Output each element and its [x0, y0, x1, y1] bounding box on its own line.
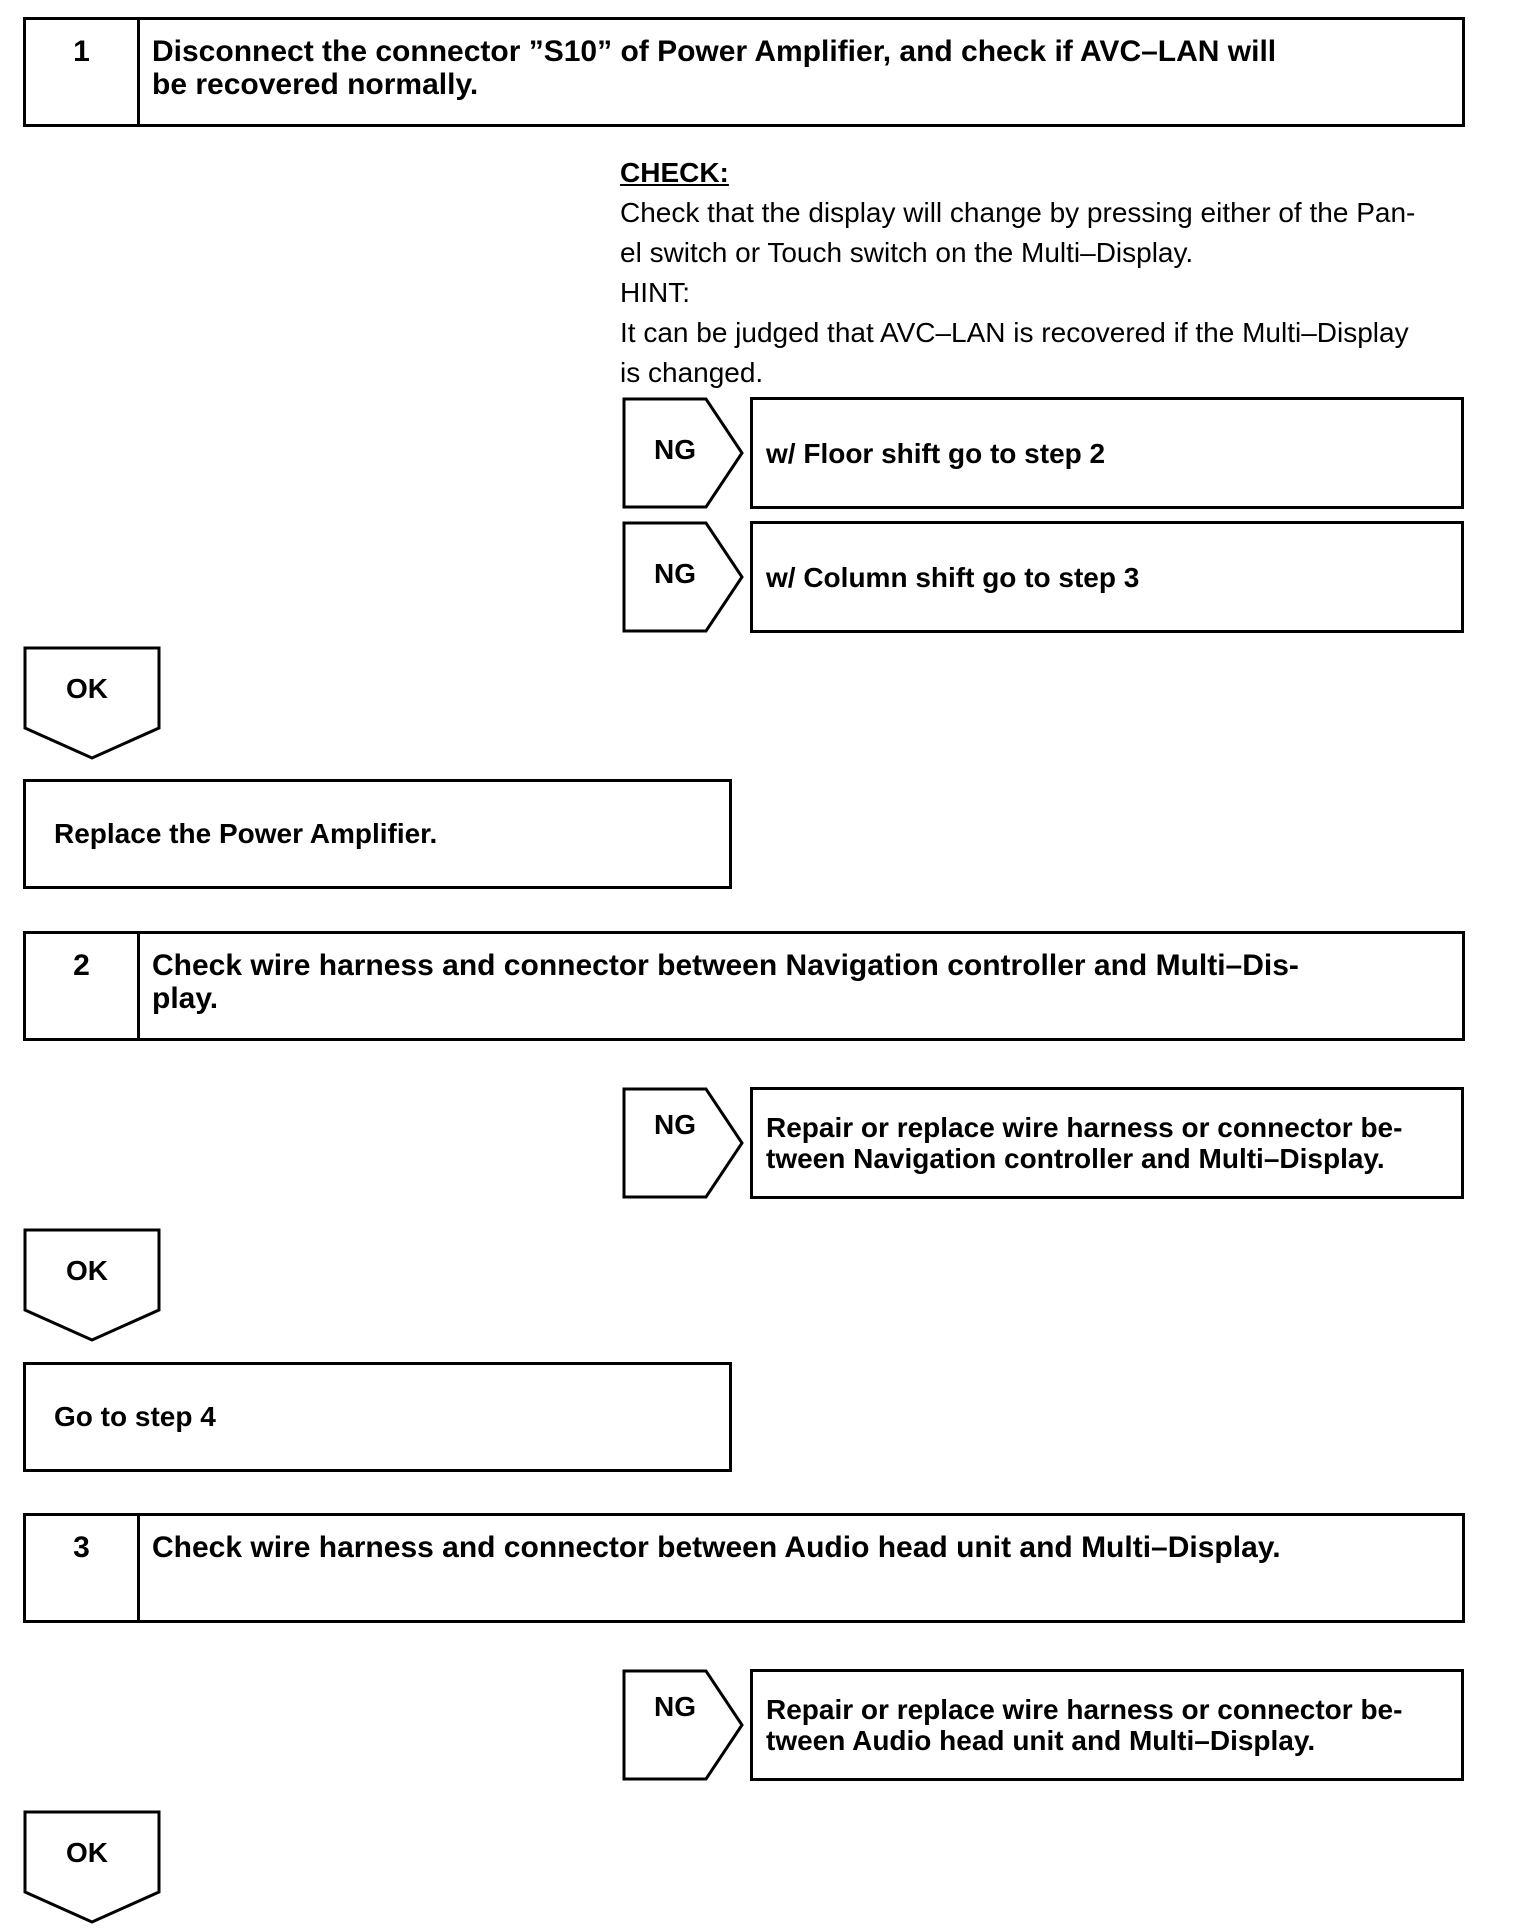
- step-number: 1: [26, 20, 140, 124]
- ok-arrow: OK: [23, 1810, 163, 1925]
- ng-label: NG: [654, 1109, 696, 1140]
- check-text: el switch or Touch switch on the Multi–D…: [620, 237, 1194, 268]
- ng-result-line: tween Navigation controller and Multi–Di…: [766, 1143, 1385, 1174]
- ng-label: NG: [654, 434, 696, 465]
- ng-arrow-shape: [622, 1087, 744, 1199]
- step-title-line: Check wire harness and connector between…: [152, 949, 1299, 982]
- hint-text: is changed.: [620, 357, 764, 388]
- go-to-step-4-box: Go to step 4: [23, 1362, 732, 1472]
- ok-label: OK: [66, 1255, 108, 1286]
- ng-result-line: tween Audio head unit and Multi–Display.: [766, 1725, 1316, 1756]
- ok-arrow: OK: [23, 1228, 163, 1343]
- hint-label: HINT:: [620, 277, 690, 308]
- ng-arrow: NG: [622, 397, 747, 509]
- ng-result-navigation: Repair or replace wire harness or connec…: [750, 1087, 1464, 1199]
- step-title: Check wire harness and connector between…: [140, 1516, 1462, 1620]
- ng-arrow-shape: [622, 521, 744, 633]
- step-title-line: be recovered normally.: [152, 68, 479, 101]
- replace-power-amplifier-box: Replace the Power Amplifier.: [23, 779, 732, 889]
- step-title-line: play.: [152, 982, 219, 1015]
- step-number: 2: [26, 934, 140, 1038]
- step-title: Check wire harness and connector between…: [140, 934, 1462, 1038]
- ng-result-column-shift: w/ Column shift go to step 3: [750, 521, 1464, 633]
- step-title: Disconnect the connector ”S10” of Power …: [140, 20, 1462, 124]
- ng-arrow: NG: [622, 521, 747, 633]
- ng-arrow: NG: [622, 1087, 747, 1199]
- step-3-box: 3 Check wire harness and connector betwe…: [23, 1513, 1465, 1623]
- check-heading: CHECK:: [620, 157, 729, 188]
- check-text: Check that the display will change by pr…: [620, 197, 1416, 228]
- action-text: Replace the Power Amplifier.: [54, 818, 438, 849]
- step-number: 3: [26, 1516, 140, 1620]
- ng-label: NG: [654, 558, 696, 589]
- step-2-box: 2 Check wire harness and connector betwe…: [23, 931, 1465, 1041]
- ng-result-audio-head-unit: Repair or replace wire harness or connec…: [750, 1669, 1464, 1781]
- action-text: Go to step 4: [54, 1401, 216, 1432]
- ng-result-text: w/ Column shift go to step 3: [766, 561, 1140, 593]
- ok-arrow-shape: [23, 646, 161, 760]
- step-1-box: 1 Disconnect the connector ”S10” of Powe…: [23, 17, 1465, 127]
- ng-arrow-shape: [622, 1669, 744, 1781]
- step-title-line: Check wire harness and connector between…: [152, 1531, 1281, 1564]
- ok-arrow: OK: [23, 646, 163, 761]
- hint-text: It can be judged that AVC–LAN is recover…: [620, 317, 1409, 348]
- ok-label: OK: [66, 673, 108, 704]
- ok-label: OK: [66, 1837, 108, 1868]
- ng-result-floor-shift: w/ Floor shift go to step 2: [750, 397, 1464, 509]
- ng-result-line: Repair or replace wire harness or connec…: [766, 1694, 1403, 1725]
- ng-result-line: Repair or replace wire harness or connec…: [766, 1112, 1403, 1143]
- ng-arrow: NG: [622, 1669, 747, 1781]
- ng-label: NG: [654, 1691, 696, 1722]
- ok-arrow-shape: [23, 1228, 161, 1342]
- ok-arrow-shape: [23, 1810, 161, 1924]
- ng-result-text: Repair or replace wire harness or connec…: [766, 1694, 1402, 1756]
- ng-arrow-shape: [622, 397, 744, 509]
- step-title-line: Disconnect the connector ”S10” of Power …: [152, 35, 1277, 68]
- ng-result-text: Repair or replace wire harness or connec…: [766, 1112, 1402, 1174]
- check-instructions: CHECK: Check that the display will chang…: [620, 153, 1480, 393]
- ng-result-text: w/ Floor shift go to step 2: [766, 437, 1106, 469]
